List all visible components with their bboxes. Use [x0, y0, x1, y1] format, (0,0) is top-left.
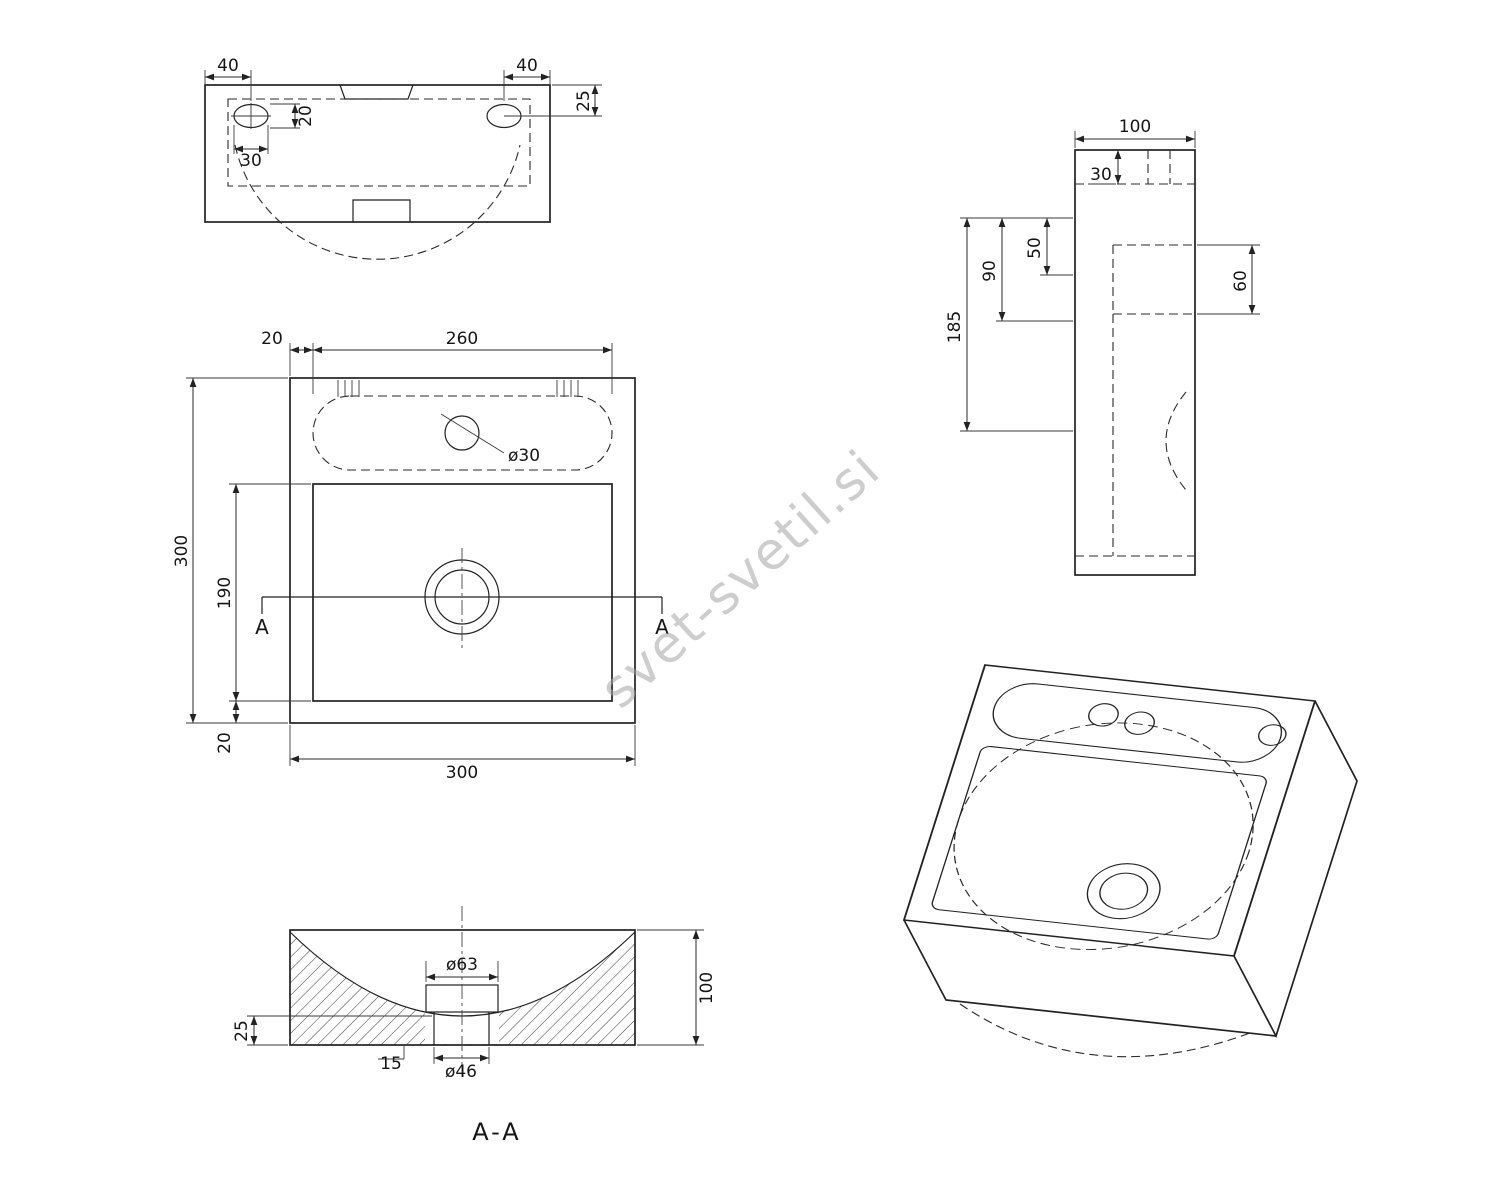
- section-marker-left: A: [255, 615, 269, 639]
- front-deck-notch: [339, 84, 414, 100]
- dim-text-tap-hole: ø30: [508, 446, 540, 466]
- iso-drain-inner: [1099, 872, 1149, 910]
- dim-drain-lip: 15: [378, 1045, 405, 1074]
- section-cut-line: A A: [255, 596, 669, 639]
- plan-edge-ticks: [337, 380, 579, 397]
- dim-hole-width: 30: [233, 125, 269, 171]
- side-body-outline: [1074, 149, 1196, 576]
- side-bowl-hidden: [1165, 391, 1187, 491]
- dim-text: 50: [1025, 237, 1045, 259]
- dim-slot-bottom-offset: 90: [980, 218, 1073, 322]
- dim-basin-depth: 190: [215, 483, 311, 702]
- dim-text: 300: [172, 535, 192, 567]
- iso-tap-hole-a: [1088, 703, 1119, 727]
- dim-text: ø63: [446, 955, 478, 975]
- side-view: 100 30 50 90 185 60: [945, 117, 1260, 576]
- dim-text: 15: [380, 1054, 402, 1074]
- section-view: ø63 ø46 15 25 100 A-A: [232, 906, 717, 1146]
- dim-drain-inner: ø46: [433, 1047, 490, 1082]
- dim-hole-right-offset: 40: [503, 56, 551, 101]
- dim-text: 40: [217, 56, 239, 76]
- dim-body-height: 100: [637, 929, 717, 1046]
- dim-text: 260: [446, 329, 478, 349]
- dim-text: 100: [697, 972, 717, 1004]
- dim-deck-width: 260: [313, 329, 613, 394]
- dim-text: 300: [446, 763, 478, 783]
- dim-hole-top-offset: 25: [504, 84, 602, 117]
- dim-bottom-thickness: 25: [232, 1015, 432, 1046]
- iso-drain-outer: [1086, 863, 1161, 920]
- dim-text: 20: [296, 105, 316, 127]
- iso-tap-hole-b: [1124, 711, 1155, 735]
- dim-text: ø46: [445, 1062, 477, 1082]
- dim-hole-left-offset: 40: [204, 56, 252, 101]
- front-bowl-hidden: [234, 144, 521, 260]
- iso-right-face: [1233, 700, 1358, 1039]
- iso-front-face: [903, 919, 1277, 1037]
- section-material-hatch: [290, 932, 635, 1045]
- plan-basin-outline: [312, 483, 613, 702]
- dim-text: 90: [980, 260, 1000, 282]
- dim-text: 30: [240, 151, 262, 171]
- dim-deck-left-inset: 20: [261, 329, 314, 394]
- dim-text: 25: [232, 1020, 252, 1042]
- dim-width: 100: [1074, 117, 1196, 148]
- front-body-outline: [204, 84, 551, 223]
- plan-body-outline: [289, 377, 636, 724]
- iso-bowl-bulge-hidden: [959, 1003, 1251, 1058]
- dim-total-height: 185: [945, 217, 1073, 432]
- dim-overall-depth: 300: [172, 377, 288, 724]
- tap-hole-leader: [440, 413, 505, 454]
- dim-text: 100: [1119, 117, 1151, 137]
- dim-text: 30: [1090, 165, 1112, 185]
- dim-slot-height: 60: [1197, 244, 1260, 315]
- iso-tap-hole-c: [1258, 724, 1287, 746]
- dim-deck-thickness: 30: [1088, 150, 1122, 185]
- dim-text: 190: [215, 577, 235, 609]
- dim-basin-bottom-inset: 20: [215, 701, 240, 754]
- section-label: A-A: [472, 1118, 521, 1146]
- iso-top-face: [902, 664, 1317, 957]
- tap-hole: [444, 415, 480, 451]
- section-marker-right: A: [655, 615, 669, 639]
- dim-drain-outer: ø63: [425, 955, 499, 982]
- dim-text: 20: [261, 329, 283, 349]
- iso-deck-recess: [992, 683, 1283, 763]
- plan-view: ø30 A A 20 260 300: [172, 329, 669, 783]
- front-recess-hidden: [227, 98, 531, 187]
- dim-text: 60: [1231, 270, 1251, 292]
- dim-text: 25: [574, 90, 594, 112]
- dim-text: 20: [215, 732, 235, 754]
- dim-text: 40: [516, 56, 538, 76]
- section-outline: [289, 929, 636, 1046]
- dim-text: 185: [945, 311, 965, 343]
- isometric-view: [902, 664, 1358, 1058]
- front-drain-boss: [352, 199, 411, 222]
- dim-hole-height: 20: [270, 103, 316, 129]
- iso-top-face-group: [902, 664, 1317, 957]
- front-view: 40 40 25 30 20: [204, 56, 602, 260]
- iso-bowl-hidden: [953, 722, 1254, 951]
- dim-overall-width: 300: [289, 725, 636, 783]
- dim-slot-top-offset: 50: [1025, 218, 1073, 276]
- plan-deck-recess-hidden: [312, 395, 613, 471]
